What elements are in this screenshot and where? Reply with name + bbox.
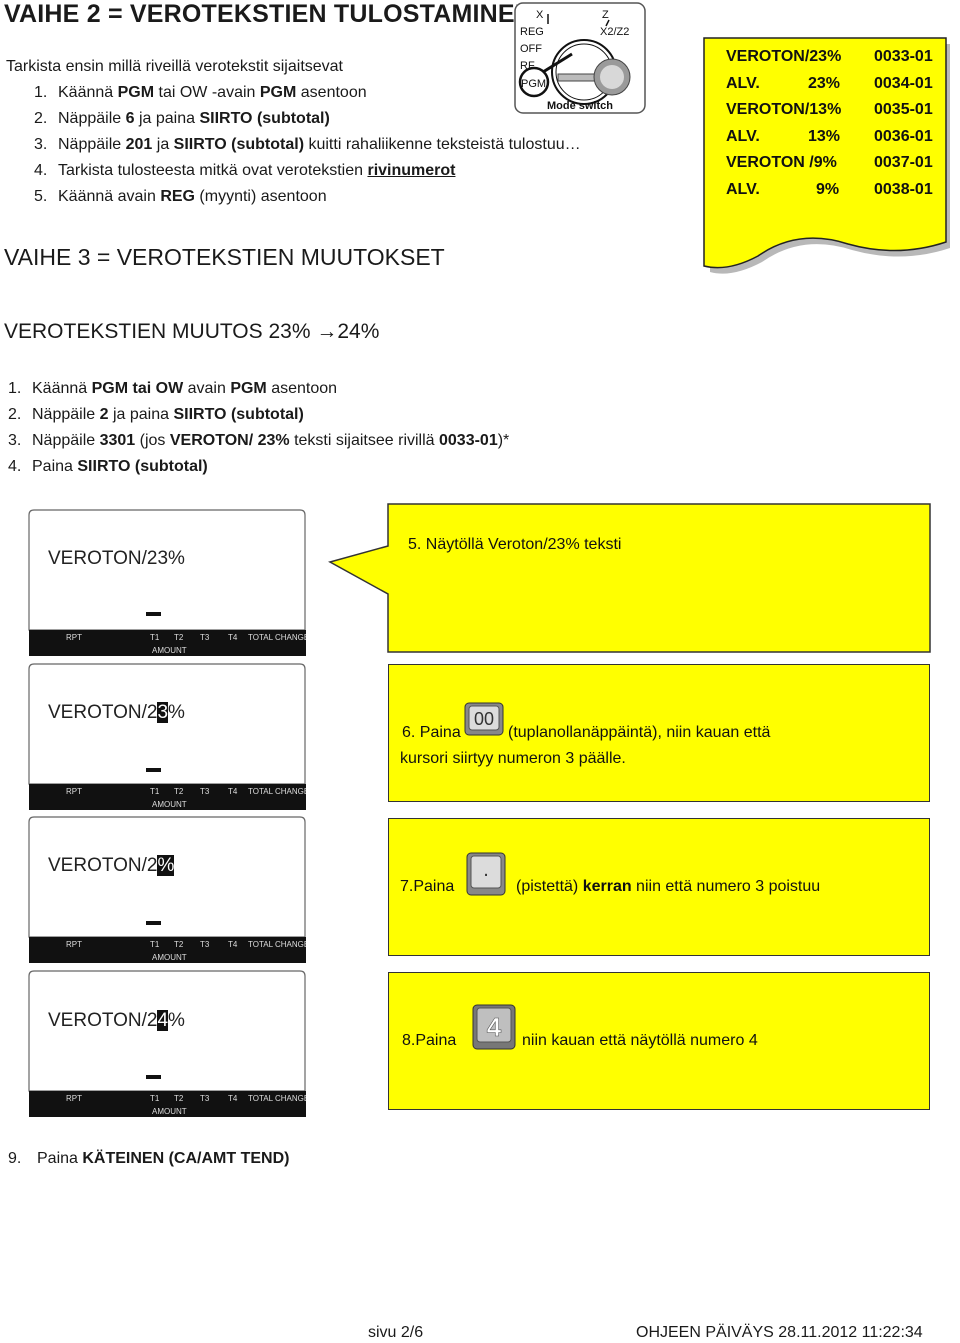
lcd-display: RPT T1 T2 T3 T4 TOTAL CHANGE AMOUNT [28, 970, 306, 1117]
display-text: VEROTON/2% [48, 855, 175, 876]
page-title: VAIHE 2 = VEROTEKSTIEN TULOSTAMINEN [4, 0, 534, 28]
svg-text:T3: T3 [200, 1094, 210, 1103]
svg-text:T2: T2 [174, 940, 184, 949]
display-text: VEROTON/23% [48, 702, 185, 723]
svg-text:T3: T3 [200, 633, 210, 642]
svg-text:T3: T3 [200, 940, 210, 949]
step8-text-post: niin kauan että näytöllä numero 4 [522, 1032, 758, 1049]
svg-text:.: . [483, 859, 489, 881]
svg-text:TOTAL CHANGE: TOTAL CHANGE [248, 787, 306, 796]
svg-text:T1: T1 [150, 633, 160, 642]
step8-text: 8.Paina [402, 1032, 457, 1049]
decimal-point-key-icon: . [466, 852, 506, 896]
display-text: VEROTON/24% [48, 1010, 185, 1031]
svg-text:T4: T4 [228, 940, 238, 949]
cursor-highlight: 3 [157, 702, 169, 723]
mode-reg-label: REG [520, 26, 544, 38]
step5-text: 5. Näytöllä Veroton/23% teksti [408, 536, 622, 553]
list-item: 1.Käännä PGM tai OW avain PGM asentoon [8, 380, 338, 397]
receipt-row: VEROTON/13%0035-01 [726, 101, 933, 118]
svg-text:T2: T2 [174, 1094, 184, 1103]
receipt-row: ALV.13%0036-01 [726, 127, 933, 145]
svg-text:TOTAL CHANGE: TOTAL CHANGE [248, 1094, 306, 1103]
list-item: 1.Käännä PGM tai OW -avain PGM asentoon [34, 84, 367, 101]
svg-text:AMOUNT: AMOUNT [152, 953, 187, 962]
svg-text:T1: T1 [150, 787, 160, 796]
change-title: VEROTEKSTIEN MUUTOS 23% →24% [4, 320, 380, 343]
phase3-steps: 1.Käännä PGM tai OW avain PGM asentoon 2… [8, 376, 509, 480]
svg-text:RPT: RPT [66, 1094, 82, 1103]
lcd-display: RPT T1 T2 T3 T4 TOTAL CHANGE AMOUNT [28, 509, 306, 656]
cursor-highlight: % [157, 855, 175, 876]
receipt-row: ALV.23%0034-01 [726, 74, 933, 92]
list-item: 3.Näppäile 3301 (jos VEROTON/ 23% teksti… [8, 432, 510, 449]
svg-text:AMOUNT: AMOUNT [152, 800, 187, 809]
step7-text-post: (pistettä) kerran niin että numero 3 poi… [516, 878, 821, 895]
svg-text:T2: T2 [174, 787, 184, 796]
list-item: 2.Näppäile 6 ja paina SIIRTO (subtotal) [34, 110, 330, 127]
step6-text: 6. Paina [402, 724, 461, 741]
mode-x-label: X [536, 9, 544, 21]
svg-text:T4: T4 [228, 787, 238, 796]
intro-text: Tarkista ensin millä riveillä veroteksti… [6, 58, 343, 75]
receipt-row: VEROTON/23%0033-01 [726, 48, 933, 65]
svg-text:TOTAL CHANGE: TOTAL CHANGE [248, 633, 306, 642]
svg-text:AMOUNT: AMOUNT [152, 646, 187, 655]
svg-text:T1: T1 [150, 940, 160, 949]
list-item: 2.Näppäile 2 ja paina SIIRTO (subtotal) [8, 406, 304, 423]
step7-text: 7.Paina [400, 878, 455, 895]
phase2-steps: 1.Käännä PGM tai OW -avain PGM asentoon … [34, 80, 581, 210]
list-item: 5.Käännä avain REG (myynti) asentoon [34, 188, 327, 205]
revision-date: OHJEEN PÄIVÄYS 28.11.2012 11:22:34 [636, 1324, 923, 1341]
svg-text:TOTAL CHANGE: TOTAL CHANGE [248, 940, 306, 949]
four-key-icon: 4 [472, 1004, 516, 1050]
lcd-display: RPT T1 T2 T3 T4 TOTAL CHANGE AMOUNT [28, 663, 306, 810]
svg-text:T3: T3 [200, 787, 210, 796]
step6-text-post: (tuplanollanäppäintä), niin kauan että [508, 724, 771, 741]
svg-text:RPT: RPT [66, 633, 82, 642]
receipt-lines: VEROTON/23%0033-01 ALV.23%0034-01 VEROTO… [726, 44, 938, 203]
arrow-right-icon: → [316, 320, 338, 343]
svg-text:T2: T2 [174, 633, 184, 642]
svg-text:T4: T4 [228, 1094, 238, 1103]
mode-switch-caption: Mode switch [547, 100, 613, 112]
svg-text:RPT: RPT [66, 787, 82, 796]
cursor-highlight: 4 [157, 1010, 169, 1031]
double-zero-key-icon: 00 [464, 702, 504, 736]
step6-text-line2: kursori siirtyy numeron 3 päälle. [400, 750, 626, 767]
display-text: VEROTON/23% [48, 548, 185, 569]
svg-text:AMOUNT: AMOUNT [152, 1107, 187, 1116]
receipt-row: ALV.9%0038-01 [726, 180, 933, 198]
list-item: 3.Näppäile 201 ja SIIRTO (subtotal) kuit… [34, 136, 581, 153]
callout-box [328, 503, 931, 653]
svg-text:T1: T1 [150, 1094, 160, 1103]
lcd-display: RPT T1 T2 T3 T4 TOTAL CHANGE AMOUNT [28, 816, 306, 963]
mode-pgm-label: PGM [521, 78, 546, 90]
receipt-row: VEROTON /9%0037-01 [726, 154, 933, 171]
list-item: 4.Tarkista tulosteesta mitkä ovat verote… [34, 162, 456, 179]
mode-off-label: OFF [520, 43, 542, 55]
svg-text:T4: T4 [228, 633, 238, 642]
receipt-image [703, 37, 950, 274]
svg-text:RPT: RPT [66, 940, 82, 949]
list-item: 4.Paina SIIRTO (subtotal) [8, 458, 208, 475]
svg-text:00: 00 [474, 709, 494, 729]
mode-z-label: Z [602, 9, 609, 21]
phase3-title: VAIHE 3 = VEROTEKSTIEN MUUTOKSET [4, 244, 445, 270]
page-number: sivu 2/6 [368, 1324, 424, 1341]
step9-text: 9.Paina KÄTEINEN (CA/AMT TEND) [8, 1150, 290, 1167]
svg-text:4: 4 [487, 1012, 502, 1042]
mode-x2z2-label: X2/Z2 [600, 26, 629, 38]
mode-switch-image: X Z REG X2/Z2 OFF RF PGM Mode switch [514, 2, 646, 114]
